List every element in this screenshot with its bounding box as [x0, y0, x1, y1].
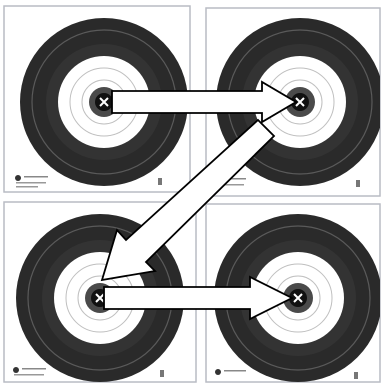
diagram-canvas: [0, 0, 383, 387]
target-sequence-diagram: [0, 0, 383, 387]
